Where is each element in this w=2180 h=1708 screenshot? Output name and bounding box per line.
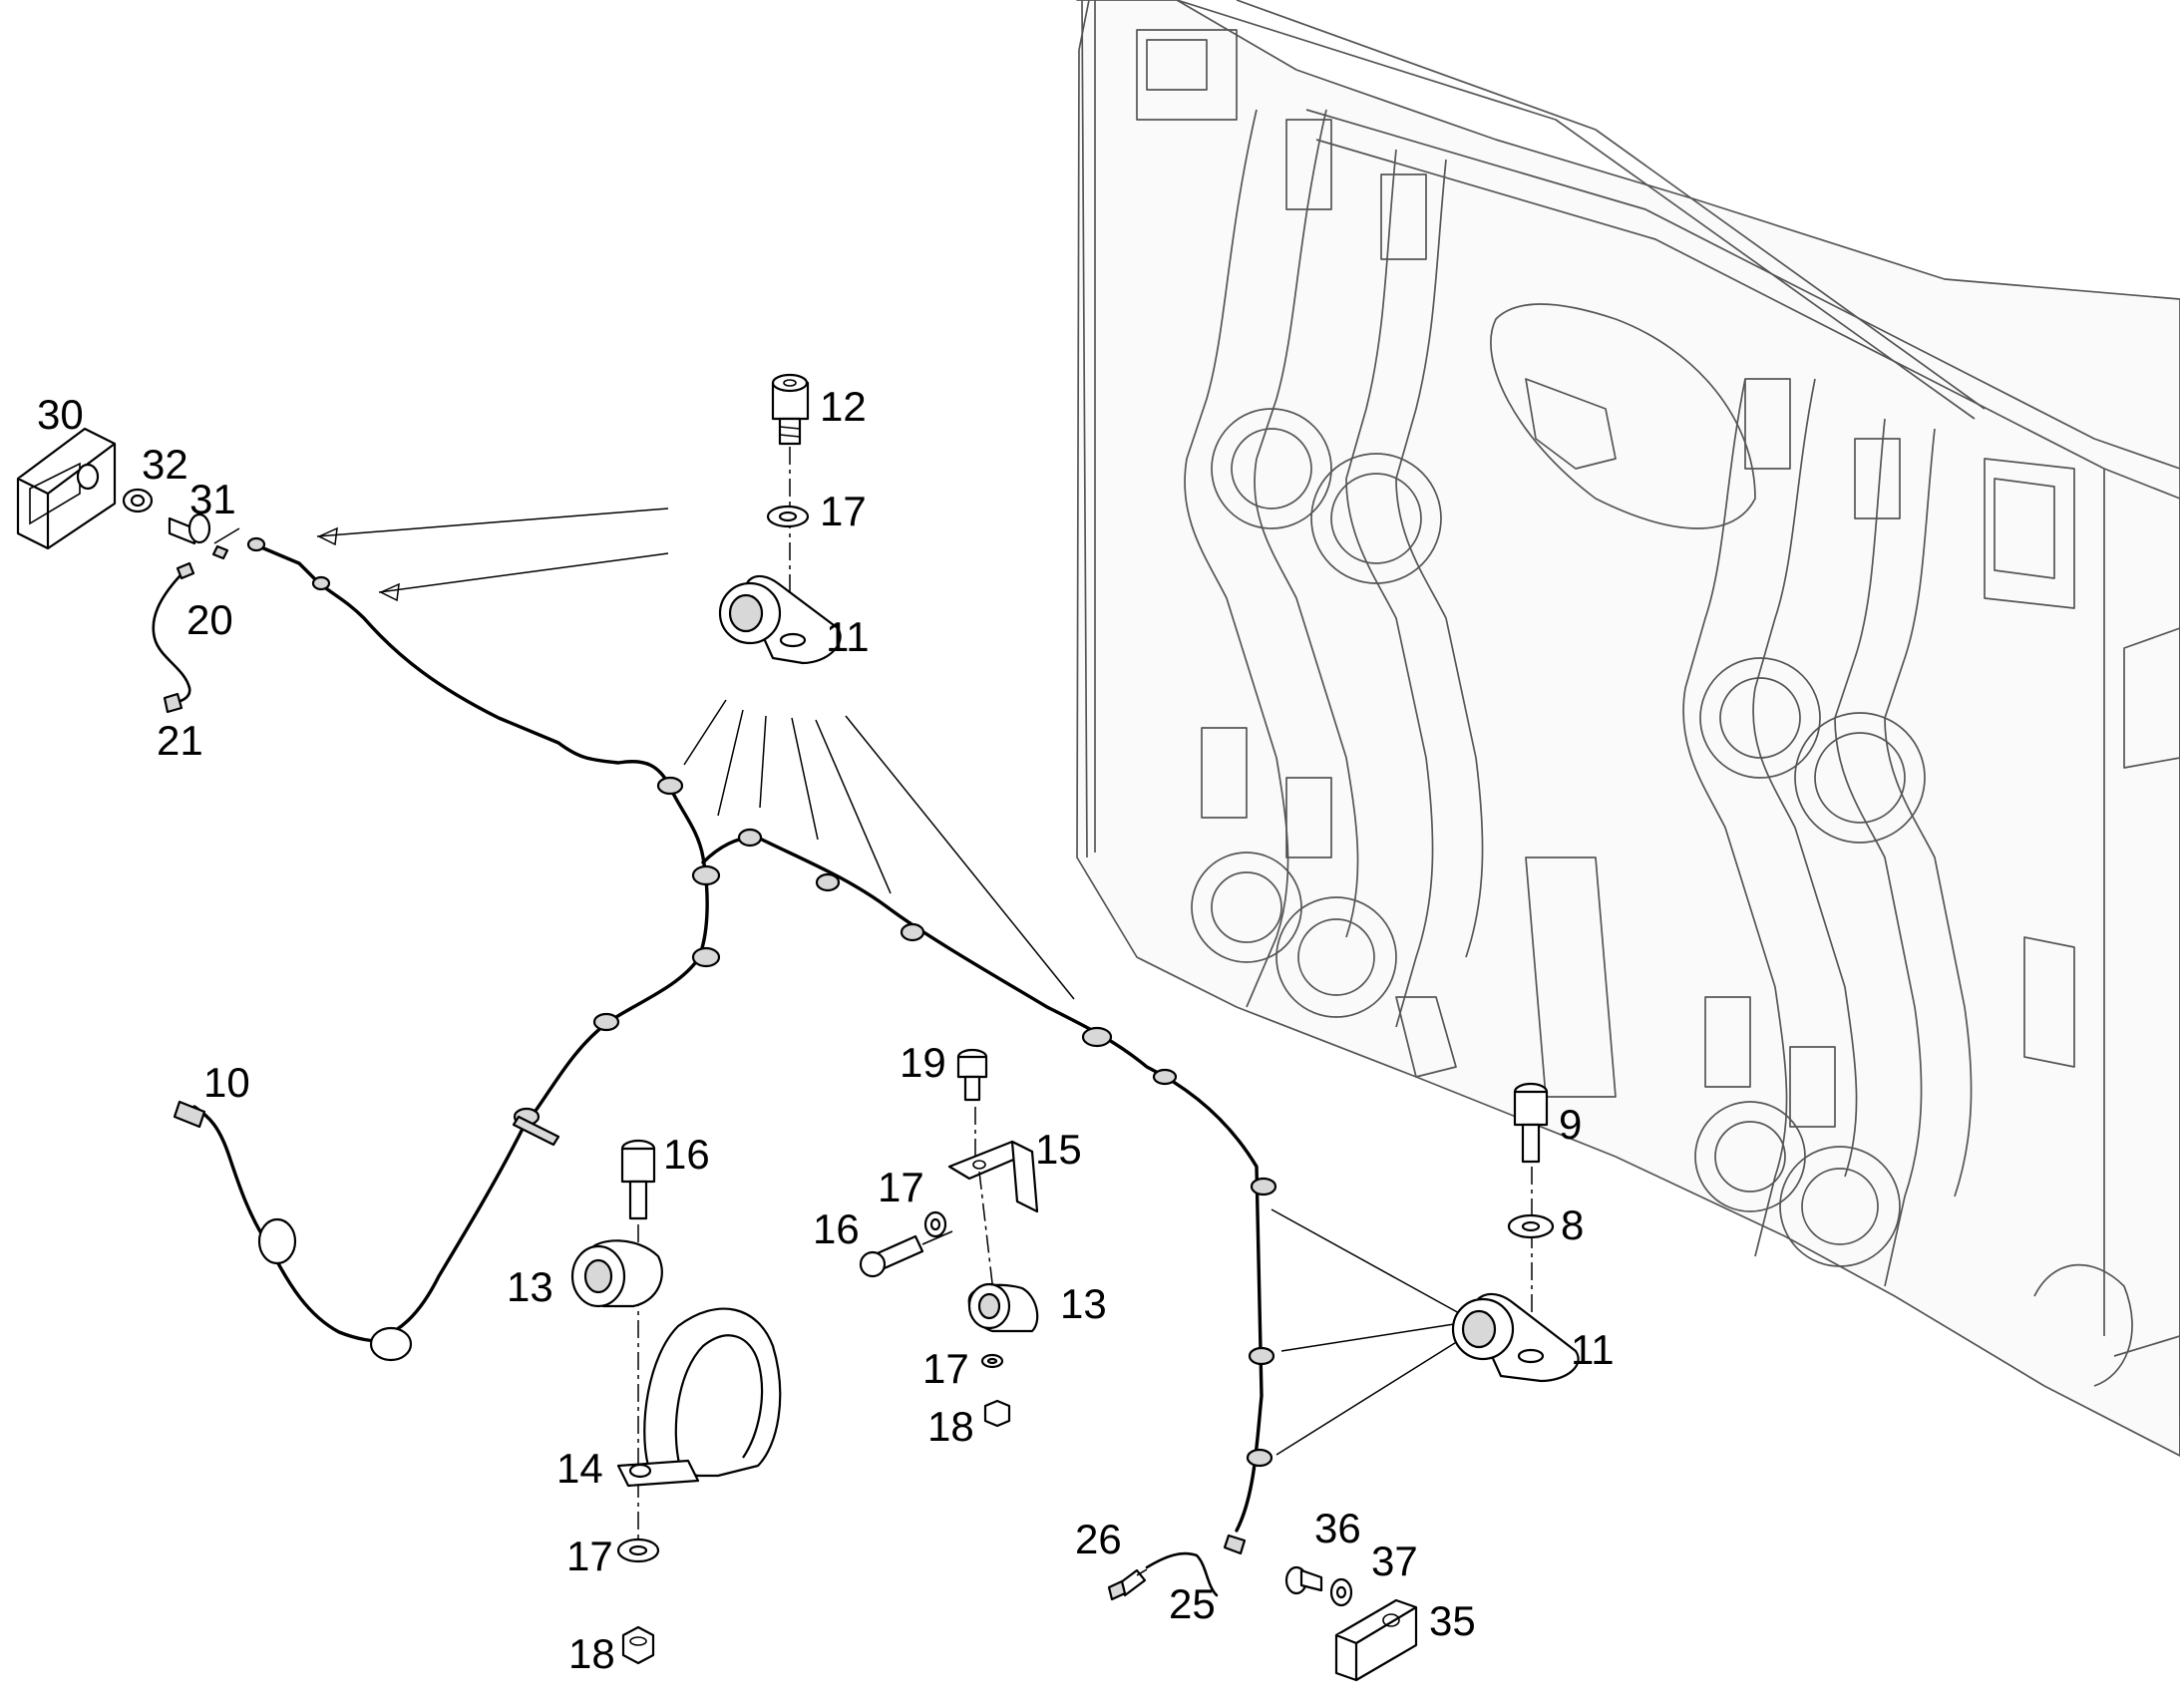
leader-lines (316, 508, 1462, 1456)
callout-17-lower-center: 17 (922, 1345, 969, 1392)
machine-frame (1076, 0, 2180, 1457)
callout-18-center: 18 (927, 1403, 974, 1450)
washer-8 (1507, 1213, 1555, 1239)
callout-8: 8 (1561, 1201, 1584, 1248)
callout-37: 37 (1371, 1537, 1418, 1584)
callout-16-center: 16 (813, 1205, 860, 1252)
nut-18-lower (621, 1625, 655, 1665)
sensor-cable-26 (1107, 1551, 1219, 1601)
nut-18-center (983, 1399, 1011, 1428)
callout-30: 30 (37, 391, 84, 438)
clamp-11-top (718, 574, 842, 665)
bolt-9 (1513, 1082, 1549, 1164)
washer-17-center (923, 1210, 947, 1238)
clamp-11-right (1451, 1292, 1580, 1383)
bracket-15 (947, 1140, 1039, 1213)
washer-37 (1329, 1577, 1353, 1607)
callout-9: 9 (1559, 1101, 1582, 1148)
callout-17-top: 17 (820, 488, 867, 534)
callout-19: 19 (900, 1039, 946, 1086)
washer-17-lower (616, 1537, 660, 1563)
spacer-13-lower (570, 1239, 663, 1308)
callout-10: 10 (203, 1059, 250, 1106)
callout-labels: 30 32 31 20 21 12 17 11 10 19 15 17 16 1… (37, 383, 1615, 1677)
screw-16-center (859, 1230, 953, 1278)
washer-17-lower-center (980, 1353, 1004, 1369)
callout-12: 12 (820, 383, 867, 430)
callout-36: 36 (1314, 1505, 1361, 1551)
spacer-13-center (967, 1282, 1039, 1333)
callout-14: 14 (556, 1445, 603, 1492)
bracket-35 (1334, 1598, 1418, 1682)
callout-11-top: 11 (826, 613, 870, 660)
screw-31 (168, 512, 240, 560)
callout-17-lower: 17 (566, 1533, 613, 1579)
bolt-12 (771, 373, 810, 446)
callout-16-lower: 16 (663, 1131, 710, 1178)
callout-15: 15 (1035, 1126, 1082, 1173)
callout-21: 21 (157, 717, 203, 764)
callout-35: 35 (1429, 1597, 1476, 1644)
callout-31: 31 (189, 476, 236, 522)
wiring-harness (173, 536, 1277, 1555)
callout-25: 25 (1169, 1580, 1216, 1627)
callout-13-center: 13 (1060, 1280, 1107, 1327)
callout-20: 20 (186, 596, 233, 643)
callout-13-lower: 13 (507, 1263, 553, 1310)
callout-26: 26 (1075, 1516, 1122, 1562)
callout-17-center: 17 (878, 1164, 924, 1210)
screw-36 (1284, 1565, 1323, 1595)
bracket-30 (16, 427, 117, 550)
bolt-16-lower (620, 1139, 656, 1220)
callout-11-right: 11 (1571, 1326, 1615, 1373)
sensor-cable-20 (152, 561, 195, 714)
washer-32 (122, 488, 154, 513)
callout-18-lower: 18 (568, 1630, 615, 1677)
clamp-14 (616, 1307, 782, 1488)
washer-17-top (766, 505, 810, 528)
callout-32: 32 (142, 441, 188, 488)
bolt-19 (956, 1048, 988, 1102)
